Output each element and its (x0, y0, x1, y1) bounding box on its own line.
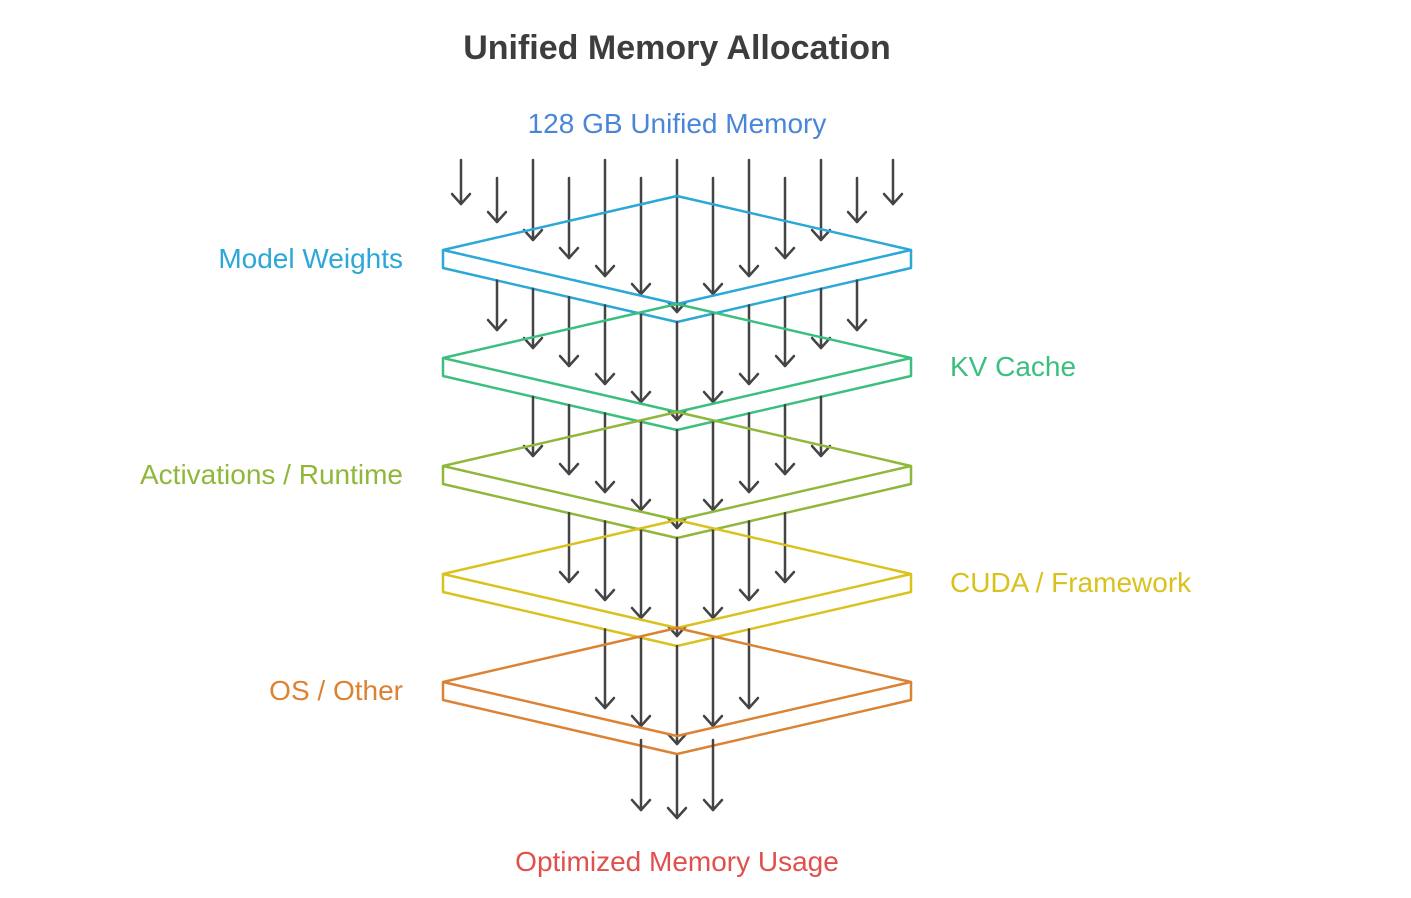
output-arrow (666, 754, 688, 820)
layer-os-other-inflow-arrow (702, 636, 724, 728)
layer-label-model-weights: Model Weights (218, 243, 403, 274)
layer-activations-runtime-inflow-arrow (594, 412, 616, 494)
layer-cuda-framework-inflow-arrow (774, 511, 796, 584)
layer-kv-cache-inflow-arrow (486, 279, 508, 332)
layer-activations-runtime-inflow-arrow (630, 420, 652, 512)
diagram-title: Unified Memory Allocation (463, 29, 891, 67)
layer-kv-cache-inflow-arrow (558, 295, 580, 368)
layer-model-weights-inflow-arrow (594, 158, 616, 278)
layer-model-weights-inflow-arrow (666, 158, 688, 314)
layer-cuda-framework-inflow-arrow (630, 528, 652, 620)
output-arrow (630, 738, 652, 812)
layer-activations-runtime-inflow-arrow (666, 428, 688, 530)
layer-os-other-inflow-arrow (666, 644, 688, 746)
source-label: 128 GB Unified Memory (527, 108, 827, 139)
layer-cuda-framework-inflow-arrow (558, 511, 580, 584)
layer-kv-cache-inflow-arrow (738, 304, 760, 386)
layer-activations-runtime-inflow-arrow (702, 420, 724, 512)
layer-model-weights-inflow-arrow (558, 176, 580, 260)
output-arrow (702, 738, 724, 812)
layer-kv-cache-inflow-arrow (846, 279, 868, 332)
layer-activations-runtime-inflow-arrow (558, 403, 580, 476)
layer-kv-cache-inflow-arrow (774, 295, 796, 368)
layer-kv-cache-inflow-arrow (702, 312, 724, 404)
memory-layers (441, 158, 913, 820)
layer-model-weights-inflow-arrow (630, 176, 652, 296)
layer-cuda-framework-inflow-arrow (666, 536, 688, 638)
layer-label-kv-cache: KV Cache (950, 351, 1077, 382)
sink-label: Optimized Memory Usage (515, 846, 839, 877)
layer-model-weights-inflow-arrow (882, 158, 904, 206)
layer-cuda-framework-inflow-arrow (702, 528, 724, 620)
layer-cuda-framework-inflow-arrow (738, 520, 760, 602)
layer-label-os-other: OS / Other (269, 675, 403, 706)
layer-slab-os-other (441, 626, 913, 756)
layer-model-weights-inflow-arrow (738, 158, 760, 278)
layer-model-weights-inflow-arrow (486, 176, 508, 224)
layer-model-weights-inflow-arrow (774, 176, 796, 260)
layer-activations-runtime-inflow-arrow (774, 403, 796, 476)
layer-activations-runtime-inflow-arrow (738, 412, 760, 494)
layer-label-cuda-framework: CUDA / Framework (950, 567, 1192, 598)
layer-kv-cache-inflow-arrow (594, 304, 616, 386)
layer-kv-cache-inflow-arrow (630, 312, 652, 404)
layer-label-activations-runtime: Activations / Runtime (140, 459, 403, 490)
layer-model-weights-inflow-arrow (846, 176, 868, 224)
layer-os-other-inflow-arrow (738, 628, 760, 710)
layer-kv-cache-inflow-arrow (666, 320, 688, 422)
layer-cuda-framework-inflow-arrow (594, 520, 616, 602)
layer-model-weights-inflow-arrow (522, 158, 544, 242)
layer-os-other-inflow-arrow (594, 628, 616, 710)
layer-model-weights-inflow-arrow (810, 158, 832, 242)
layer-os-other-inflow-arrow (630, 636, 652, 728)
layer-model-weights-inflow-arrow (450, 158, 472, 206)
layer-model-weights-inflow-arrow (702, 176, 724, 296)
